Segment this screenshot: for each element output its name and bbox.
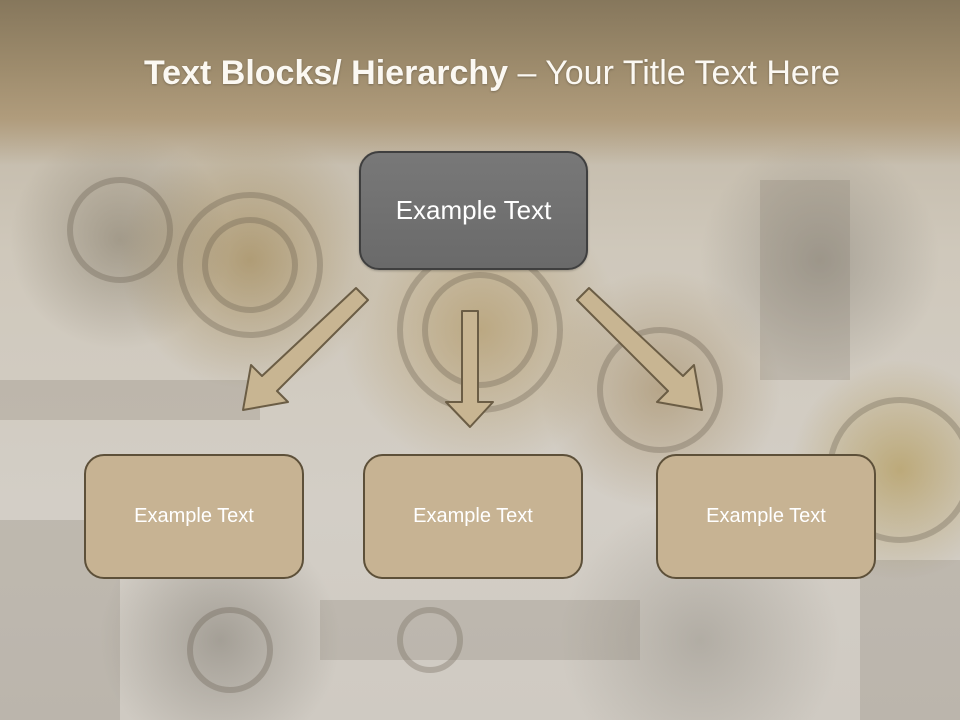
child-text-block-right[interactable]: Example Text [656, 454, 876, 579]
child-text-block-label: Example Text [134, 505, 254, 527]
top-text-block[interactable]: Example Text [359, 151, 588, 270]
child-text-block-label: Example Text [413, 505, 533, 527]
slide-title-bold: Text Blocks/ Hierarchy [143, 54, 509, 92]
child-text-block-left[interactable]: Example Text [84, 454, 304, 579]
child-text-block-label: Example Text [706, 505, 826, 527]
child-text-block-middle[interactable]: Example Text [363, 454, 583, 579]
arrow-left [242, 287, 369, 411]
title-band [0, 0, 960, 165]
top-text-block-label: Example Text [395, 195, 552, 225]
arrow-right [576, 287, 703, 411]
slide-title[interactable]: Text Blocks/ Hierarchy – Your Title Text… [0, 54, 960, 93]
arrow-middle [445, 310, 494, 428]
slide-title-rest: – Your Title Text Here [508, 54, 841, 92]
